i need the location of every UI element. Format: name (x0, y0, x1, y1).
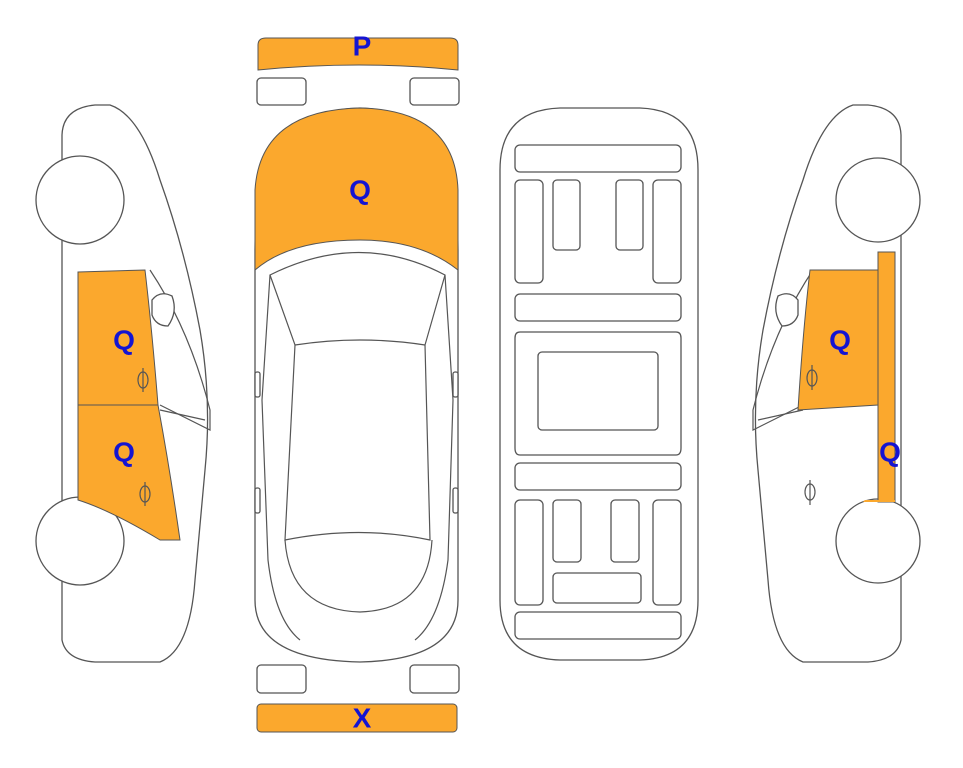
left-front-door-handle (137, 368, 149, 392)
left-front-wheel (35, 155, 125, 245)
hood-label: Q (349, 175, 371, 206)
right-rear-wheel (835, 498, 921, 584)
right-front-door-handle (806, 365, 818, 390)
underbody-rear-right-rail (652, 499, 682, 606)
right-side-window-line (752, 269, 814, 431)
underbody-rear-bar (514, 611, 682, 640)
top-view: P Q X (254, 31, 460, 734)
left-front-door-label: Q (113, 325, 135, 356)
underbody-view (499, 107, 699, 661)
right-rear-door-handle (804, 480, 816, 505)
front-right-headlight (409, 77, 460, 106)
underbody-rear-left-inner (552, 499, 582, 563)
right-front-wheel (835, 157, 921, 243)
front-bumper-label: P (353, 31, 372, 62)
hood-panel (254, 107, 459, 272)
underbody-rear-right-inner (610, 499, 640, 563)
left-side-window-lower (159, 409, 206, 421)
right-side-view: Q Q (752, 104, 921, 663)
left-rear-door-panel (77, 404, 181, 541)
right-rear-door-strip (863, 500, 895, 502)
left-side-window-line (149, 269, 211, 431)
left-rear-door-handle (139, 482, 151, 506)
right-side-window-lower (757, 409, 804, 421)
right-side-mirror (775, 293, 799, 327)
underbody-rear-left-rail (514, 499, 544, 606)
underbody-front-left-rail (514, 179, 544, 284)
right-front-door-panel (797, 269, 879, 411)
top-right-mirror (452, 371, 459, 398)
roof-outline (284, 344, 431, 541)
top-left-mirror (254, 371, 261, 398)
underbody-cross-member-2 (514, 462, 682, 491)
top-right-side-line (414, 274, 454, 641)
right-front-door-label: Q (829, 325, 851, 356)
left-rear-door-label: Q (113, 437, 135, 468)
underbody-cross-member-1 (514, 293, 682, 322)
underbody-rear-tray (552, 572, 642, 604)
front-left-headlight (256, 77, 307, 106)
underbody-front-right-inner (615, 179, 644, 251)
rear-window (284, 539, 433, 613)
top-left-rear-handle (254, 487, 261, 514)
left-side-view: Q Q (35, 104, 211, 663)
rear-bumper-panel (256, 703, 458, 733)
underbody-front-left-inner (552, 179, 581, 251)
front-bumper-panel (257, 37, 459, 71)
top-right-rear-handle (452, 487, 459, 514)
rear-left-taillight (256, 664, 307, 694)
right-rear-pillar-label: Q (879, 437, 901, 468)
rear-bumper-label: X (353, 703, 372, 734)
underbody-center-panel (537, 351, 659, 431)
top-left-side-line (261, 274, 301, 641)
rear-right-taillight (409, 664, 460, 694)
underbody-front-right-rail (652, 179, 682, 284)
underbody-front-bar (514, 144, 682, 173)
left-side-mirror (151, 293, 175, 327)
